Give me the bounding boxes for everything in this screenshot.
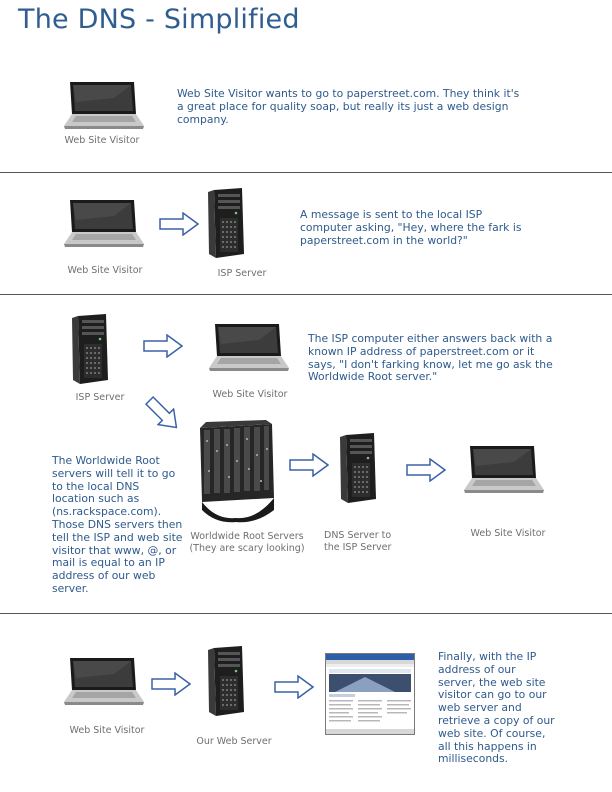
laptop-icon	[464, 444, 544, 494]
server-tower-icon	[206, 188, 246, 258]
step3-description: The ISP computer either answers back wit…	[308, 332, 553, 384]
root-servers-sublabel: (They are scary looking)	[189, 543, 305, 554]
arrow-right-icon	[159, 212, 199, 236]
website-screenshot-icon	[325, 653, 415, 735]
isp-server-label: ISP Server	[75, 392, 125, 403]
web-site-visitor-label: Web Site Visitor	[64, 135, 140, 146]
arrow-right-icon	[143, 334, 183, 358]
server-tower-icon	[70, 314, 110, 384]
arrow-right-icon	[274, 675, 314, 699]
step1-description: Web Site Visitor wants to go to paperstr…	[177, 87, 520, 126]
web-site-visitor-label: Web Site Visitor	[470, 528, 546, 539]
laptop-icon	[64, 656, 144, 706]
page-title: The DNS - Simplified	[18, 4, 300, 35]
laptop-icon	[64, 198, 144, 248]
server-tower-icon	[206, 646, 246, 716]
section-divider	[0, 294, 612, 295]
web-site-visitor-label: Web Site Visitor	[67, 265, 143, 276]
web-site-visitor-label: Web Site Visitor	[69, 725, 145, 736]
section-divider	[0, 613, 612, 614]
laptop-icon	[64, 80, 144, 130]
arrow-right-icon	[406, 458, 446, 482]
our-web-server-label: Our Web Server	[196, 736, 272, 747]
section-divider	[0, 172, 612, 173]
arrow-right-icon	[289, 453, 329, 477]
arrow-right-icon	[151, 672, 191, 696]
laptop-icon	[209, 322, 289, 372]
root-servers-description: The Worldwide Root servers will tell it …	[52, 454, 183, 595]
server-tower-icon	[338, 433, 378, 503]
dns-server-label: DNS Server to	[324, 530, 392, 541]
dns-server-sublabel: the ISP Server	[324, 542, 392, 553]
root-servers-icon	[200, 420, 274, 523]
isp-server-label: ISP Server	[217, 268, 267, 279]
root-servers-label: Worldwide Root Servers	[190, 531, 304, 542]
step4-description: Finally, with the IP address of our serv…	[438, 650, 555, 766]
step2-description: A message is sent to the local ISP compu…	[300, 208, 522, 247]
web-site-visitor-label: Web Site Visitor	[212, 389, 288, 400]
